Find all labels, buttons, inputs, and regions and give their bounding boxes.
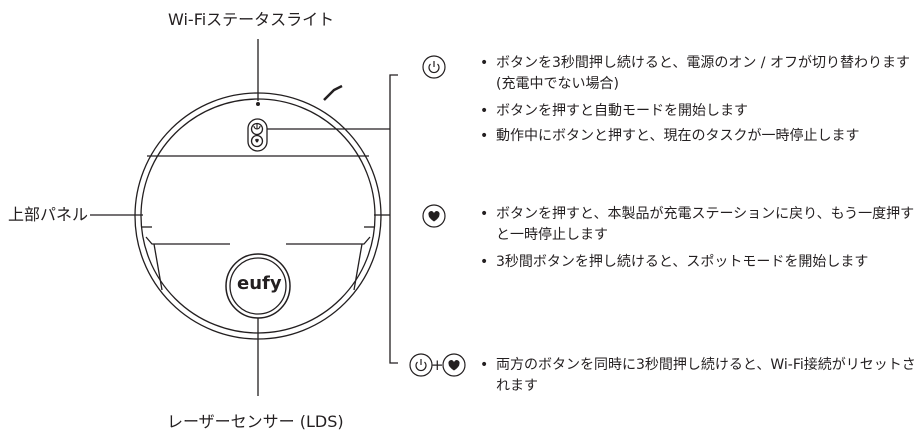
home-plug-icon: [422, 204, 446, 228]
wifi-status-light-dot: [256, 102, 260, 106]
list-item: •3秒間ボタンを押し続けると、スポットモードを開始します: [480, 254, 869, 270]
power-plus-home-icon: [409, 353, 466, 377]
robot-body-outer: [134, 92, 382, 340]
bottom-panel-edge-right: [286, 236, 371, 245]
wifi-status-light-label: Wi-Fiステータスライト: [168, 10, 335, 29]
laser-sensor-label: レーザーセンサー (LDS): [167, 412, 344, 431]
list-item: •ボタンを押すと、本製品が充電ステーションに戻り、もう一度押すと一時停止します: [480, 206, 915, 243]
bottom-panel-edge: [145, 236, 230, 245]
plus-sign: +: [431, 356, 444, 374]
bracket-line: [389, 74, 398, 364]
button-capsule: [247, 118, 268, 152]
bumper-arm: [323, 84, 343, 101]
side-lines-left: [153, 243, 163, 291]
power-icon: [422, 55, 446, 79]
top-panel-label: 上部パネル: [8, 205, 89, 224]
laser-sensor-dome-inner: [229, 257, 287, 315]
list-item: •ボタンを押すと自動モードを開始します: [480, 103, 748, 119]
side-lines-right: [353, 243, 363, 291]
list-item: •動作中にボタンと押すと、現在のタスクが一時停止します: [480, 128, 860, 144]
list-item: •両方のボタンを同時に3秒間押し続けると、Wi-Fi接続がリセットされます: [480, 357, 916, 394]
robot-diagram: [90, 39, 398, 396]
eufy-logo: eufy: [237, 273, 282, 294]
list-item: •ボタンを3秒間押し続けると、電源のオン / オフが切り替わります (充電中でな…: [480, 55, 910, 92]
